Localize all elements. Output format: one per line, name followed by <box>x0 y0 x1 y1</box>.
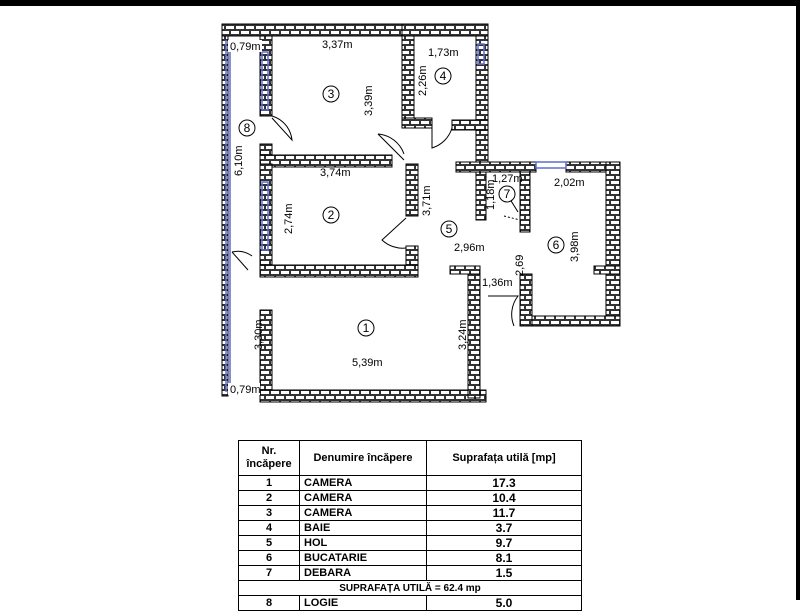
header-nr: Nr. încăpere <box>238 440 300 476</box>
table-row: 2 CAMERA 10.4 <box>238 490 582 506</box>
floor-plan: 1 2 3 4 5 6 7 8 0,79m 3,37m 1,73m 2,26m … <box>221 23 621 403</box>
cell-nr: 2 <box>238 490 300 506</box>
cell-nr: 1 <box>238 475 300 491</box>
dimension-labels: 0,79m 3,37m 1,73m 2,26m 3,39m 6,10m 3,74… <box>228 39 585 396</box>
total-cell: SUPRAFAȚA UTILĂ = 62.4 mp <box>238 580 582 596</box>
dim-202: 2,02m <box>554 177 585 189</box>
cell-name: BUCATARIE <box>299 550 427 566</box>
right-border <box>796 0 800 600</box>
dim-296: 2,96m <box>454 242 485 254</box>
dim-610: 6,10m <box>233 145 245 176</box>
cell-nr: 8 <box>238 595 300 611</box>
dim-371: 3,71m <box>421 185 433 216</box>
dim-079-top: 0,79m <box>230 41 261 53</box>
cell-nr: 7 <box>238 565 300 581</box>
table-row: 8 LOGIE 5.0 <box>238 595 582 611</box>
cell-nr: 3 <box>238 505 300 521</box>
total-row: SUPRAFAȚA UTILĂ = 62.4 mp <box>238 580 582 596</box>
cell-name: CAMERA <box>299 505 427 521</box>
cell-nr: 4 <box>238 520 300 536</box>
cell-area: 17.3 <box>426 475 582 491</box>
walls <box>221 23 621 403</box>
cell-nr: 6 <box>238 550 300 566</box>
header-area: Suprafața utilă [mp] <box>426 440 582 476</box>
room-marker-1: 1 <box>363 321 370 335</box>
dim-079-bottom: 0,79m <box>230 384 261 396</box>
room-marker-4: 4 <box>440 69 447 83</box>
room-markers: 1 2 3 4 5 6 7 8 <box>238 67 565 337</box>
table-row: 6 BUCATARIE 8.1 <box>238 550 582 566</box>
cell-name: BAIE <box>299 520 427 536</box>
table-row: 3 CAMERA 11.7 <box>238 505 582 521</box>
cell-area: 5.0 <box>426 595 582 611</box>
table-row: 1 CAMERA 17.3 <box>238 475 582 491</box>
cell-nr: 5 <box>238 535 300 551</box>
dim-398: 3,98m <box>569 231 581 262</box>
cell-name: CAMERA <box>299 490 427 506</box>
dim-173: 1,73m <box>428 47 459 59</box>
dim-339: 3,39m <box>363 85 375 116</box>
cell-area: 9.7 <box>426 535 582 551</box>
cell-area: 8.1 <box>426 550 582 566</box>
dim-127: 1,27m <box>492 173 523 185</box>
total-value: 62.4 mp <box>443 582 481 594</box>
top-border <box>0 0 800 6</box>
dim-539: 5,39m <box>352 357 383 369</box>
table-row: 7 DEBARA 1.5 <box>238 565 582 581</box>
dim-374: 3,74m <box>320 167 351 179</box>
dim-269: 2,69 <box>514 255 526 276</box>
room-marker-7: 7 <box>504 187 511 201</box>
header-name: Denumire încăpere <box>299 440 427 476</box>
dim-118: 1,18m <box>485 179 497 210</box>
table-row: 4 BAIE 3.7 <box>238 520 582 536</box>
cell-name: DEBARA <box>299 565 427 581</box>
dim-337: 3,37m <box>322 39 353 51</box>
cell-name: CAMERA <box>299 475 427 491</box>
table-row: 5 HOL 9.7 <box>238 535 582 551</box>
total-label: SUPRAFAȚA UTILĂ = <box>339 582 441 594</box>
cell-area: 11.7 <box>426 505 582 521</box>
dim-226: 2,26m <box>417 65 429 96</box>
room-marker-6: 6 <box>553 238 560 252</box>
cell-area: 10.4 <box>426 490 582 506</box>
cell-name: LOGIE <box>299 595 427 611</box>
room-marker-5: 5 <box>446 222 453 236</box>
cell-area: 3.7 <box>426 520 582 536</box>
table-header-row: Nr. încăpere Denumire încăpere Suprafața… <box>238 440 582 476</box>
room-marker-8: 8 <box>244 121 251 135</box>
cell-area: 1.5 <box>426 565 582 581</box>
cell-name: HOL <box>299 535 427 551</box>
room-marker-3: 3 <box>328 87 335 101</box>
dim-324: 3,24m <box>457 319 469 350</box>
doors <box>231 115 521 327</box>
windows <box>225 40 567 392</box>
dim-330: 3,30m <box>253 319 265 350</box>
room-marker-2: 2 <box>328 208 335 222</box>
rooms-table: Nr. încăpere Denumire încăpere Suprafața… <box>238 440 582 611</box>
dim-274: 2,74m <box>283 203 295 234</box>
dim-136: 1,36m <box>482 277 513 289</box>
